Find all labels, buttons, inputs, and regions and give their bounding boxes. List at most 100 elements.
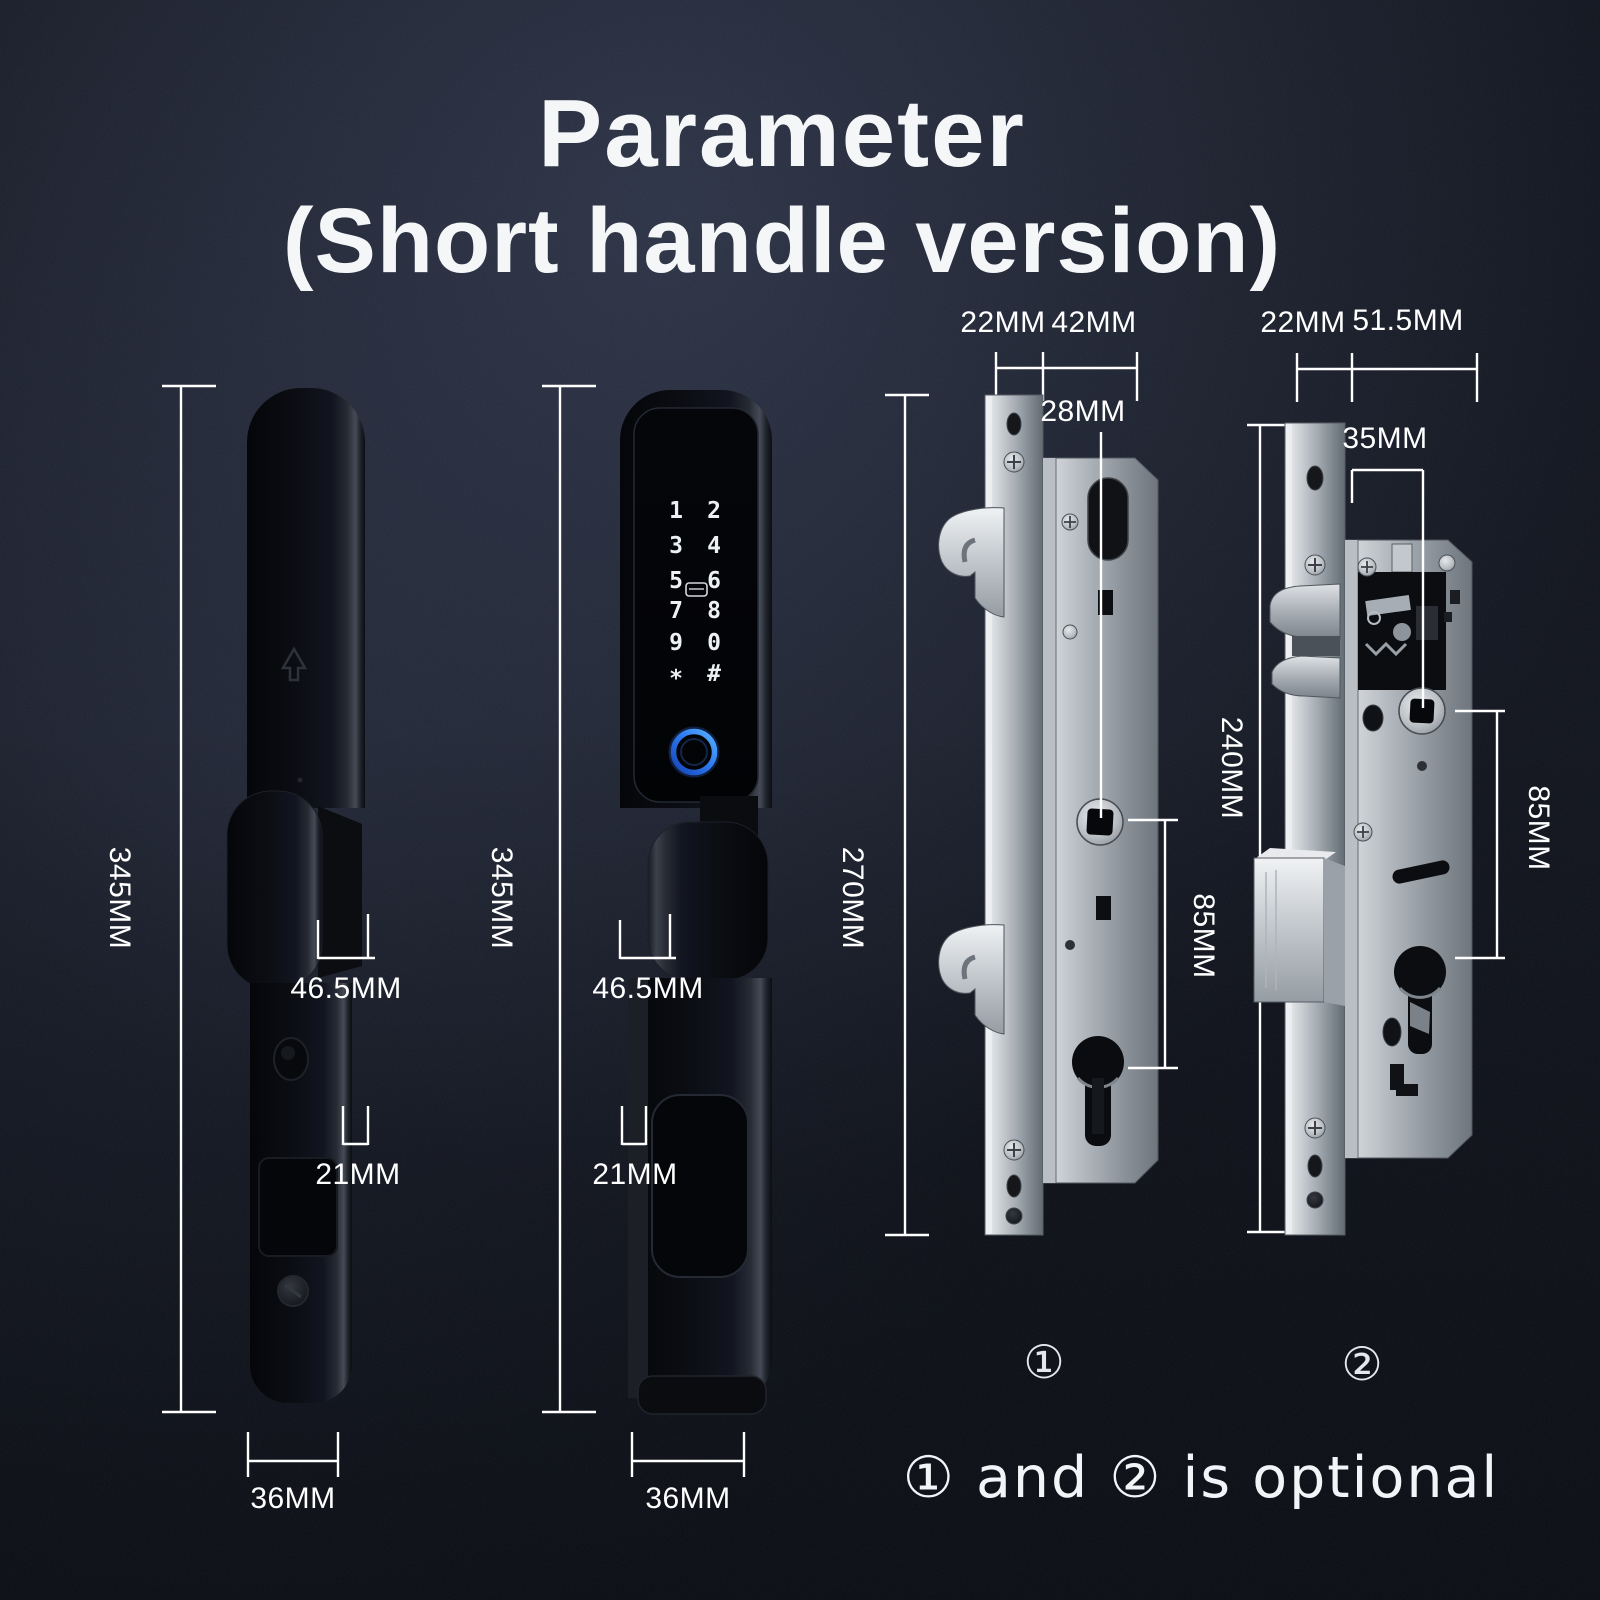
oval-slot-1 bbox=[1087, 477, 1129, 561]
hook-bolt-bottom bbox=[938, 924, 1005, 1035]
touch-panel bbox=[633, 407, 759, 803]
hook-bolt-top bbox=[938, 507, 1005, 618]
key-1: 1 bbox=[669, 498, 683, 524]
dim-width-back: 36MM bbox=[246, 1432, 340, 1515]
screw-slot bbox=[284, 1283, 302, 1299]
dim-centers-85-2: 85MM bbox=[1455, 709, 1555, 960]
dim-label-345-back: 345MM bbox=[103, 847, 136, 950]
dim-label-46-back: 46.5MM bbox=[290, 972, 401, 1005]
card-icon bbox=[685, 582, 708, 597]
dim-label-270: 270MM bbox=[836, 847, 869, 950]
footer-note: ① and ② is optional bbox=[903, 1445, 1499, 1511]
faceplate-2-slot-top bbox=[1306, 465, 1324, 491]
faceplate-2-edge bbox=[1286, 424, 1292, 1234]
bottom-cap bbox=[637, 1375, 767, 1415]
oval-hole-2 bbox=[1362, 704, 1384, 732]
dim-label-22-1: 22MM bbox=[960, 306, 1045, 339]
key-9: 9 bbox=[669, 630, 683, 656]
dim-width-front: 36MM bbox=[630, 1432, 746, 1515]
dim-label-46-front: 46.5MM bbox=[592, 972, 703, 1005]
mechanism-window bbox=[1358, 572, 1446, 690]
body-1-screw-2 bbox=[1062, 624, 1078, 640]
keyhole-pin bbox=[281, 1046, 295, 1060]
fingerprint-ring-icon bbox=[668, 726, 720, 778]
dim-grip-depth-front: 46.5MM bbox=[592, 914, 703, 1005]
dim-label-51: 51.5MM bbox=[1352, 304, 1463, 337]
dim-grip-depth-back: 46.5MM bbox=[290, 914, 401, 1005]
faceplate-1-edge bbox=[986, 396, 992, 1234]
title-block: Parameter (Short handle version) bbox=[283, 80, 1281, 292]
dim-label-85-1: 85MM bbox=[1187, 893, 1220, 978]
faceplate-2 bbox=[1284, 422, 1346, 1236]
tag-circle-2: ② bbox=[1341, 1337, 1382, 1391]
dim-thickness-back: 21MM bbox=[315, 1106, 400, 1191]
dim-label-35: 35MM bbox=[1342, 422, 1427, 455]
euro-cylinder-1 bbox=[1072, 1036, 1124, 1146]
faceplate-1-screws-bottom bbox=[1003, 1139, 1025, 1225]
dim-backset-35: 35MM bbox=[1342, 422, 1427, 708]
battery-window bbox=[258, 1157, 338, 1257]
dim-top-widths-2: 22MM 51.5MM bbox=[1260, 304, 1479, 402]
key-2: 2 bbox=[707, 498, 721, 524]
body-1-screw bbox=[1061, 513, 1079, 531]
key-5: 5 bbox=[669, 568, 683, 594]
small-hole-2a bbox=[1382, 1017, 1402, 1047]
body-2-screws bbox=[1357, 554, 1460, 622]
key-6: 6 bbox=[707, 568, 721, 594]
dim-label-85-2: 85MM bbox=[1522, 785, 1555, 870]
handle-front-grip bbox=[647, 821, 769, 981]
latch-tab bbox=[1391, 543, 1413, 573]
pin-hole-2 bbox=[1417, 761, 1427, 771]
dim-label-21-front: 21MM bbox=[592, 1158, 677, 1191]
page-title: Parameter bbox=[538, 80, 1026, 187]
dim-height-270: 270MM bbox=[836, 393, 929, 1237]
dim-label-42-1: 42MM bbox=[1051, 306, 1136, 339]
dim-centers-85-1: 85MM bbox=[1128, 818, 1220, 1070]
dim-label-345-front: 345MM bbox=[485, 847, 518, 950]
lever-slot-2 bbox=[1392, 860, 1450, 884]
key-7: 7 bbox=[669, 598, 683, 624]
roller-latch bbox=[1269, 583, 1341, 699]
mortise-lock-1: 22MM 42MM 270MM bbox=[836, 306, 1220, 1389]
dim-label-22-2: 22MM bbox=[1260, 306, 1345, 339]
handle-back-upper-body bbox=[247, 388, 365, 808]
lock-body-2-fold bbox=[1345, 540, 1358, 1158]
faceplate-1-slot-top bbox=[1006, 412, 1022, 436]
battery-cover bbox=[651, 1094, 749, 1278]
pin-hole-1 bbox=[1065, 940, 1075, 950]
dim-label-21-back: 21MM bbox=[315, 1158, 400, 1191]
page-subtitle: (Short handle version) bbox=[283, 190, 1281, 292]
key-hash: # bbox=[707, 661, 721, 687]
dim-height-front: 345MM bbox=[485, 384, 596, 1414]
dim-height-back: 345MM bbox=[103, 384, 216, 1414]
deadbolt bbox=[1253, 848, 1345, 1006]
body-2-screw-mid bbox=[1353, 822, 1373, 842]
small-hole-2c bbox=[1396, 1084, 1418, 1096]
keypad: 1 2 3 4 5 6 7 8 9 0 * # bbox=[669, 498, 721, 692]
faceplate-1-screw-top bbox=[1003, 451, 1025, 473]
dim-label-240: 240MM bbox=[1215, 717, 1248, 820]
handle-back-grip bbox=[226, 790, 323, 990]
spindle-follower-2 bbox=[1398, 687, 1446, 735]
spindle-follower-1 bbox=[1076, 798, 1124, 846]
faceplate-2-screws-bottom bbox=[1304, 1117, 1326, 1209]
faceplate-2-screw-top bbox=[1304, 554, 1326, 576]
small-hole-2b bbox=[1390, 1064, 1404, 1090]
handle-back-hinge bbox=[318, 806, 362, 978]
key-3: 3 bbox=[669, 533, 683, 559]
arrow-up-icon bbox=[280, 646, 308, 682]
dim-thickness-front: 21MM bbox=[592, 1106, 677, 1191]
lock-body-1-fold bbox=[1043, 458, 1056, 1183]
dim-label-28: 28MM bbox=[1040, 395, 1125, 428]
handle-back-view: 345MM 46.5MM 21MM 36MM bbox=[103, 384, 401, 1515]
pinhole bbox=[297, 777, 303, 783]
key-star: * bbox=[669, 666, 683, 692]
euro-cylinder-2 bbox=[1394, 946, 1446, 1054]
dim-label-36-front: 36MM bbox=[645, 1482, 730, 1515]
lower-body-side-edge bbox=[628, 978, 648, 1398]
dim-label-36-back: 36MM bbox=[250, 1482, 335, 1515]
sq-hole-1b bbox=[1096, 896, 1111, 920]
dim-backset-28: 28MM bbox=[1040, 395, 1125, 818]
